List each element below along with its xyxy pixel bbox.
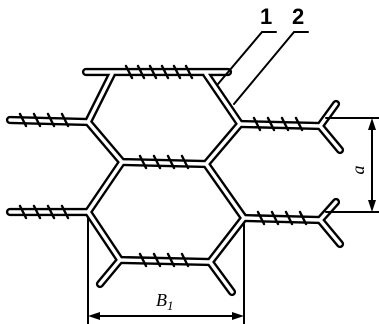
dimension-height: a (325, 117, 379, 213)
callout-number-1: 1 (260, 4, 272, 29)
wire-twist-marks (18, 64, 308, 268)
wire-strands-outline (5, 67, 345, 297)
dimension-width: B1 (87, 217, 245, 324)
wire-mesh (5, 64, 345, 297)
arrowhead-down (368, 200, 376, 212)
leader-line-2 (233, 31, 309, 105)
arrowhead-right (232, 312, 244, 320)
callouts: 1 2 (217, 4, 309, 105)
dimension-label-b1: B1 (156, 290, 174, 313)
dimension-label-a: a (348, 166, 368, 175)
callout-number-2: 2 (292, 4, 304, 29)
arrowhead-left (88, 312, 100, 320)
arrowhead-up (368, 118, 376, 130)
leader-line-1 (217, 31, 277, 85)
